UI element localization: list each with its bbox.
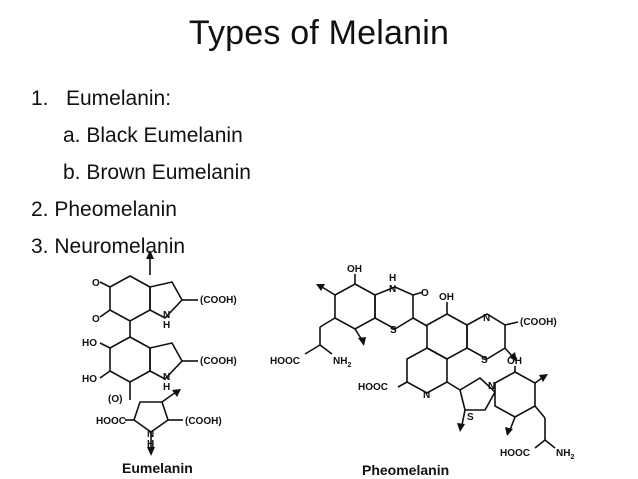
hydrogen-label: H — [163, 382, 170, 393]
carboxyl-label: (COOH) — [520, 317, 557, 328]
nitrogen-label: N — [163, 310, 170, 321]
hydrogen-label: H — [389, 273, 396, 284]
carboxyl-label: HOOC — [500, 448, 530, 459]
sulfur-label: S — [481, 355, 488, 366]
hydroxyl-label: HO — [82, 374, 97, 385]
hydroxyl-label: OH — [439, 292, 454, 303]
carboxyl-label: HOOC — [270, 356, 300, 367]
list-number: 1. — [31, 87, 49, 110]
carboxyl-label: (COOH) — [200, 356, 237, 367]
hydrogen-label: H — [147, 439, 154, 450]
hydroxyl-label: OH — [347, 264, 362, 275]
nitrogen-label: N — [423, 390, 430, 401]
list-item: a. Black Eumelanin — [31, 117, 251, 154]
hydroxyl-label: OH — [507, 356, 522, 367]
oxygen-label: O — [92, 278, 100, 289]
list-item-label: a. Black Eumelanin — [63, 124, 243, 147]
eumelanin-structure: O O (COOH) N H HO HO (COOH) N H (O) HOOC… — [82, 250, 237, 476]
amine-label: NH2 — [333, 356, 351, 369]
list-item: 3. Neuromelanin — [31, 228, 251, 265]
pheomelanin-caption: Pheomelanin — [362, 462, 449, 478]
list-item: 2. Pheomelanin — [31, 191, 251, 228]
nitrogen-label: N — [483, 313, 490, 324]
oxygen-label: O — [92, 314, 100, 325]
oxygen-bridge-label: (O) — [108, 394, 122, 405]
list-item-label: 3. Neuromelanin — [31, 235, 186, 258]
carboxyl-label: HOOC — [358, 382, 388, 393]
hydrogen-label: H — [163, 320, 170, 331]
carboxyl-label: (COOH) — [185, 416, 222, 427]
sulfur-label: S — [390, 325, 397, 336]
slide-title: Types of Melanin — [188, 14, 450, 52]
list-item: 1. Eumelanin: — [31, 80, 251, 117]
oxygen-label: O — [421, 288, 429, 299]
nitrogen-label: N — [147, 429, 154, 440]
pheomelanin-structure: OH H N O S HOOC NH2 OH N (COOH) S HOOC N… — [270, 264, 574, 478]
eumelanin-caption: Eumelanin — [122, 460, 193, 476]
amine-label: NH2 — [556, 448, 574, 461]
hydroxyl-label: HO — [82, 338, 97, 349]
carboxyl-label: HOOC — [96, 416, 126, 427]
list-item: b. Brown Eumelanin — [31, 154, 251, 191]
sulfur-label: S — [467, 412, 474, 423]
nitrogen-label: N — [488, 381, 495, 392]
list-item-label: 2. Pheomelanin — [31, 198, 177, 221]
nitrogen-label: N — [163, 372, 170, 383]
carboxyl-label: (COOH) — [200, 295, 237, 306]
list-item-label: b. Brown Eumelanin — [63, 161, 251, 184]
list-item-label: Eumelanin: — [66, 87, 172, 110]
nitrogen-label: N — [389, 284, 396, 295]
melanin-type-list: 1. Eumelanin: a. Black Eumelanin b. Brown… — [31, 80, 251, 265]
